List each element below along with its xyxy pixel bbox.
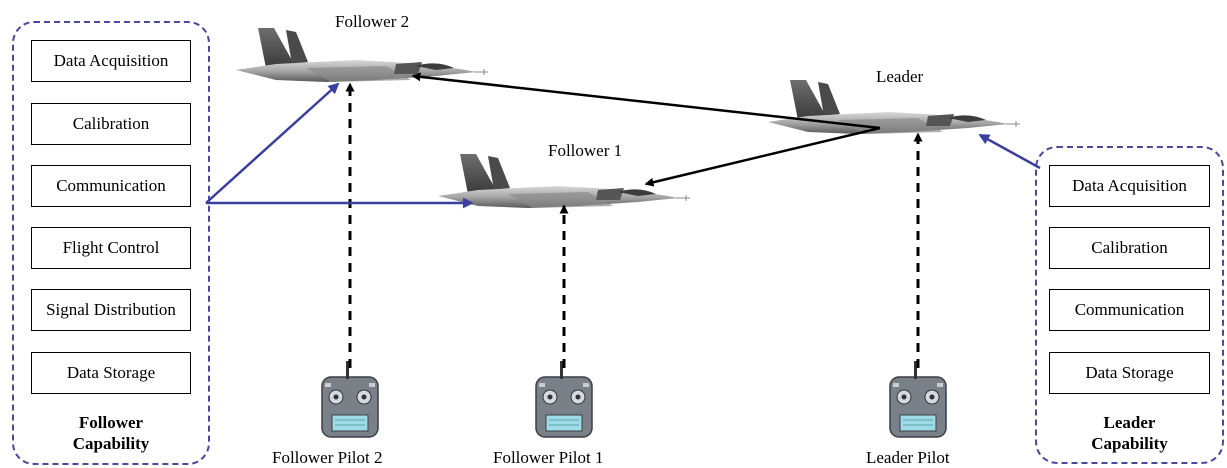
leader-to-follower2-link bbox=[411, 72, 881, 130]
leader-label: Leader bbox=[876, 67, 924, 86]
follower-capability-signal-distribution: Signal Distribution bbox=[31, 289, 191, 331]
follower-capability-calibration: Calibration bbox=[31, 103, 191, 145]
follower-capability-title: Follower Capability bbox=[31, 412, 191, 454]
leader-capability-calibration: Calibration bbox=[1049, 227, 1210, 269]
follower-capability-flight-control: Flight Control bbox=[31, 227, 191, 269]
leader-pilot-label: Leader Pilot bbox=[866, 448, 950, 467]
follower-capability-communication: Communication bbox=[31, 165, 191, 207]
follower-capability-data-acquisition: Data Acquisition bbox=[31, 40, 191, 82]
follower-capability-data-storage: Data Storage bbox=[31, 352, 191, 394]
leader-capability-title-line1: Leader bbox=[1103, 413, 1156, 432]
follower1-aircraft-icon bbox=[437, 153, 691, 209]
follower-pilot-2-label: Follower Pilot 2 bbox=[272, 448, 383, 467]
follower-capability-group bbox=[12, 21, 210, 465]
follower2-aircraft-icon bbox=[235, 27, 489, 83]
leader-pilot-controller-icon bbox=[889, 360, 947, 438]
follower-pilot-1-label: Follower Pilot 1 bbox=[493, 448, 604, 467]
leader-capability-data-storage: Data Storage bbox=[1049, 352, 1210, 394]
follower-capability-to-follower2-link bbox=[205, 82, 340, 204]
follower-capability-title-line1: Follower bbox=[78, 413, 144, 432]
leader-aircraft-icon bbox=[767, 79, 1021, 135]
leader-capability-to-leader-link bbox=[978, 133, 1041, 170]
leader-capability-data-acquisition: Data Acquisition bbox=[1049, 165, 1210, 207]
follower2-label: Follower 2 bbox=[335, 12, 410, 31]
leader-capability-communication: Communication bbox=[1049, 289, 1210, 331]
follower1-label: Follower 1 bbox=[548, 141, 623, 160]
leader-capability-title: Leader Capability bbox=[1049, 412, 1210, 454]
leader-capability-group bbox=[1035, 146, 1224, 464]
follower-pilot-1-controller-icon bbox=[535, 360, 593, 438]
leader-to-follower1-link bbox=[644, 126, 881, 187]
leader-capability-title-line2: Capability bbox=[1091, 434, 1168, 453]
follower-capability-title-line2: Capability bbox=[72, 434, 150, 453]
follower-pilot-2-controller-icon bbox=[321, 360, 379, 438]
